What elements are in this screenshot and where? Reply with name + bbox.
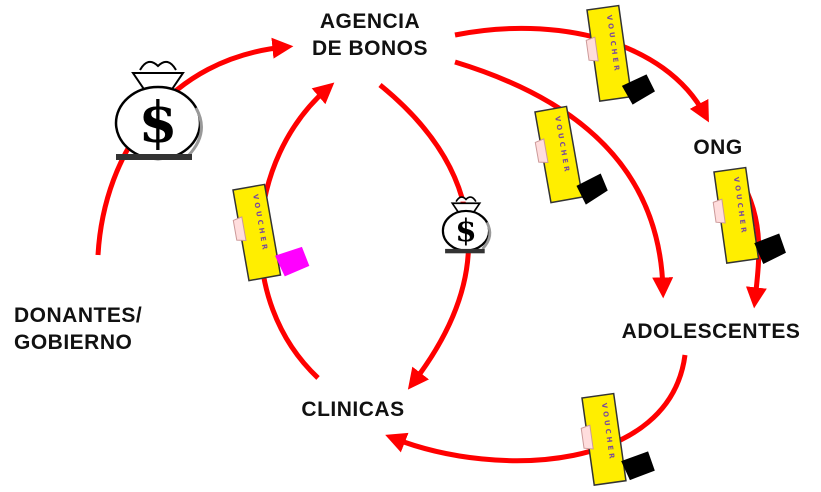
- node-donantes-gobierno: DONANTES/ GOBIERNO: [14, 302, 194, 356]
- voucher-icon: VOUCHER: [585, 4, 655, 105]
- donantes-line2: GOBIERNO: [14, 331, 133, 354]
- donantes-line1: DONANTES/: [14, 304, 143, 327]
- voucher-icon: VOUCHER: [580, 392, 655, 486]
- node-adolescentes: ADOLESCENTES: [621, 320, 801, 343]
- agencia-line1: AGENCIA: [319, 10, 421, 33]
- node-clinicas: CLINICAS: [301, 398, 405, 421]
- node-ong: ONG: [693, 136, 743, 159]
- node-agencia-de-bonos: AGENCIA DE BONOS: [295, 8, 445, 62]
- voucher-icon: VOUCHER: [534, 105, 608, 205]
- money-symbol-large: $: [139, 90, 178, 156]
- money-bag-small-icon: $: [441, 196, 492, 254]
- money-bag-icon: $: [114, 60, 203, 161]
- voucher-icon: VOUCHER: [712, 166, 786, 265]
- arrow-agencia-to-adolescentes: [454, 59, 674, 299]
- arrow-agencia-to-ong: [454, 25, 709, 123]
- money-symbol-small: $: [455, 213, 476, 249]
- arrow-adolescentes-to-clinicas: [385, 354, 688, 464]
- agencia-line2: DE BONOS: [311, 37, 428, 60]
- voucher-icon: VOUCHER: [232, 183, 310, 282]
